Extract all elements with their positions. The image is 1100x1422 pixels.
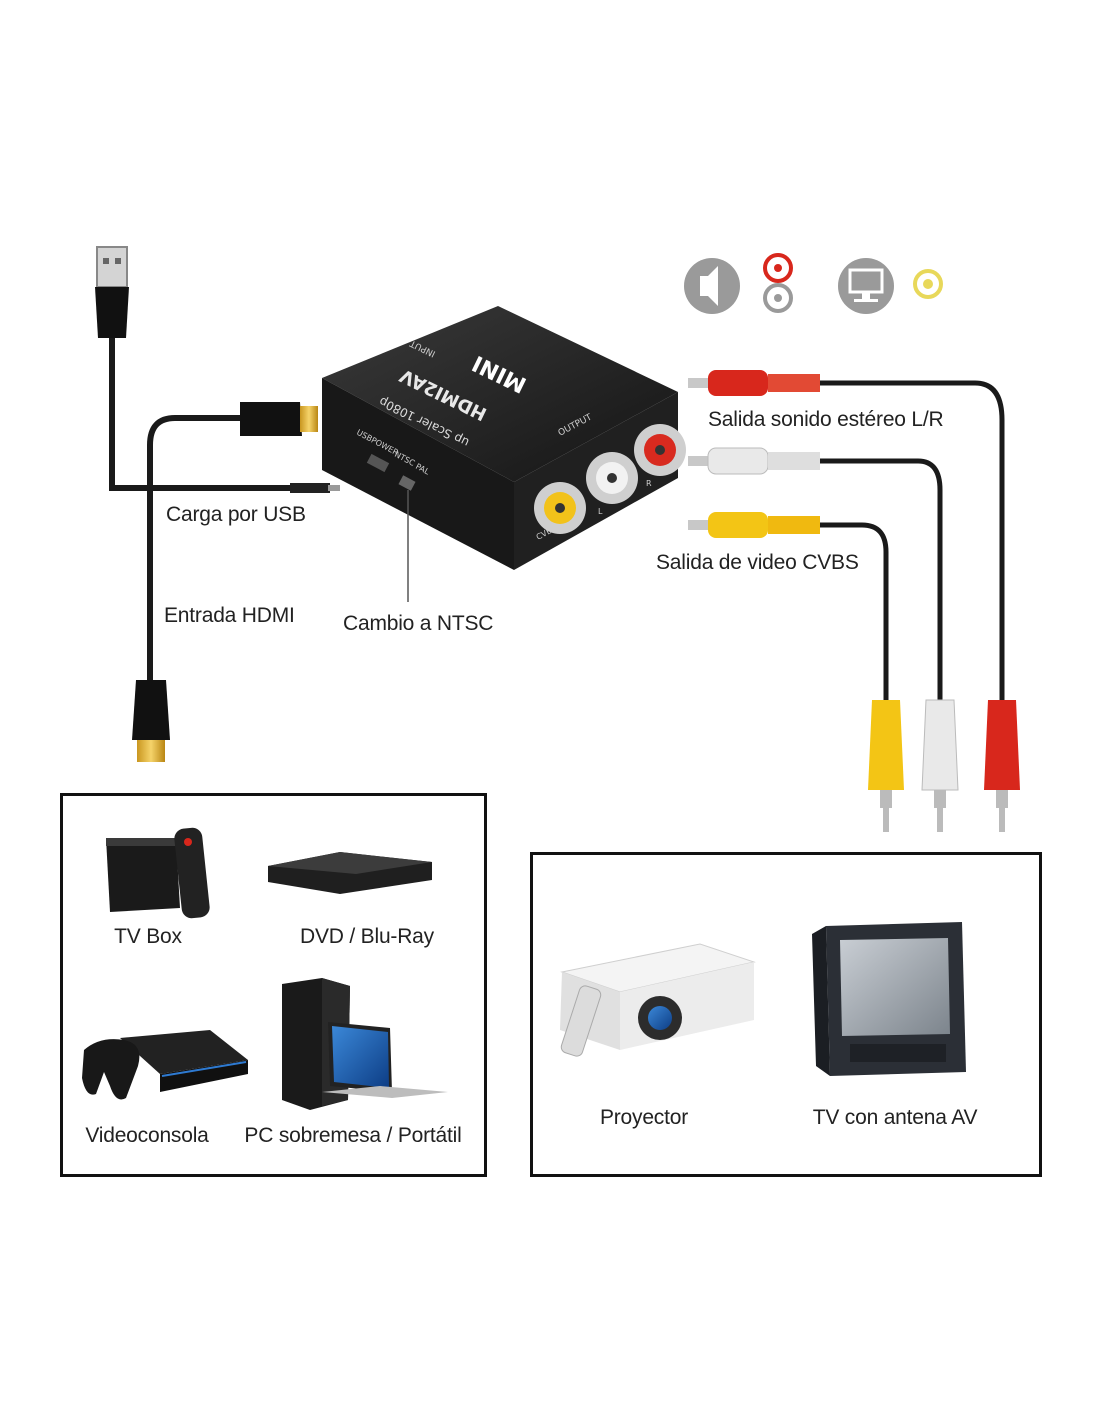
crt-tv-image bbox=[812, 922, 966, 1076]
source-label-tv-box: TV Box bbox=[114, 925, 182, 948]
usb-plug-icon bbox=[95, 246, 129, 338]
video-out-label: Salida de video CVBS bbox=[656, 551, 859, 574]
rca-red-icon bbox=[763, 253, 793, 283]
jack-left bbox=[586, 452, 638, 504]
rca-cable-white bbox=[688, 447, 959, 832]
videoconsola-image bbox=[82, 1030, 248, 1100]
output-label-proyector: Proyector bbox=[599, 1106, 689, 1129]
ntsc-switch-label: Cambio a NTSC bbox=[343, 612, 494, 635]
outputs-box bbox=[530, 852, 1042, 1177]
usb-charge-label: Carga por USB bbox=[166, 503, 306, 526]
tv-box-image bbox=[106, 827, 210, 919]
jack-cvbs bbox=[534, 482, 586, 534]
source-label-pc-laptop: PC sobremesa / Portátil bbox=[244, 1124, 462, 1147]
dvd-bluray-image bbox=[268, 852, 432, 894]
hdmi-plug-icon bbox=[132, 680, 170, 762]
hdmi2av-converter: MINI HDMI2AV up Scaler 1080p INPUT OUTPU… bbox=[322, 306, 686, 570]
sources-box bbox=[60, 793, 487, 1177]
monitor-icon bbox=[838, 258, 894, 314]
rca-yellow-icon bbox=[913, 269, 943, 299]
device-jack-r: R bbox=[646, 479, 652, 488]
usb-cable bbox=[109, 335, 340, 493]
rca-cable-red bbox=[688, 370, 1020, 832]
projector-image bbox=[560, 943, 756, 1057]
hdmi-cable bbox=[147, 402, 318, 680]
source-label-videoconsola: Videoconsola bbox=[85, 1124, 209, 1147]
device-jack-l: L bbox=[598, 507, 603, 516]
hdmi-in-label: Entrada HDMI bbox=[164, 604, 295, 627]
rca-cable-yellow bbox=[688, 512, 904, 832]
speaker-icon bbox=[684, 258, 740, 314]
pc-laptop-image bbox=[282, 978, 448, 1110]
rca-white-icon bbox=[763, 283, 793, 313]
audio-out-label: Salida sonido estéreo L/R bbox=[708, 408, 944, 431]
jack-right bbox=[634, 424, 686, 476]
output-label-tv-av: TV con antena AV bbox=[812, 1106, 978, 1129]
source-label-dvd-bluray: DVD / Blu-Ray bbox=[300, 925, 434, 948]
